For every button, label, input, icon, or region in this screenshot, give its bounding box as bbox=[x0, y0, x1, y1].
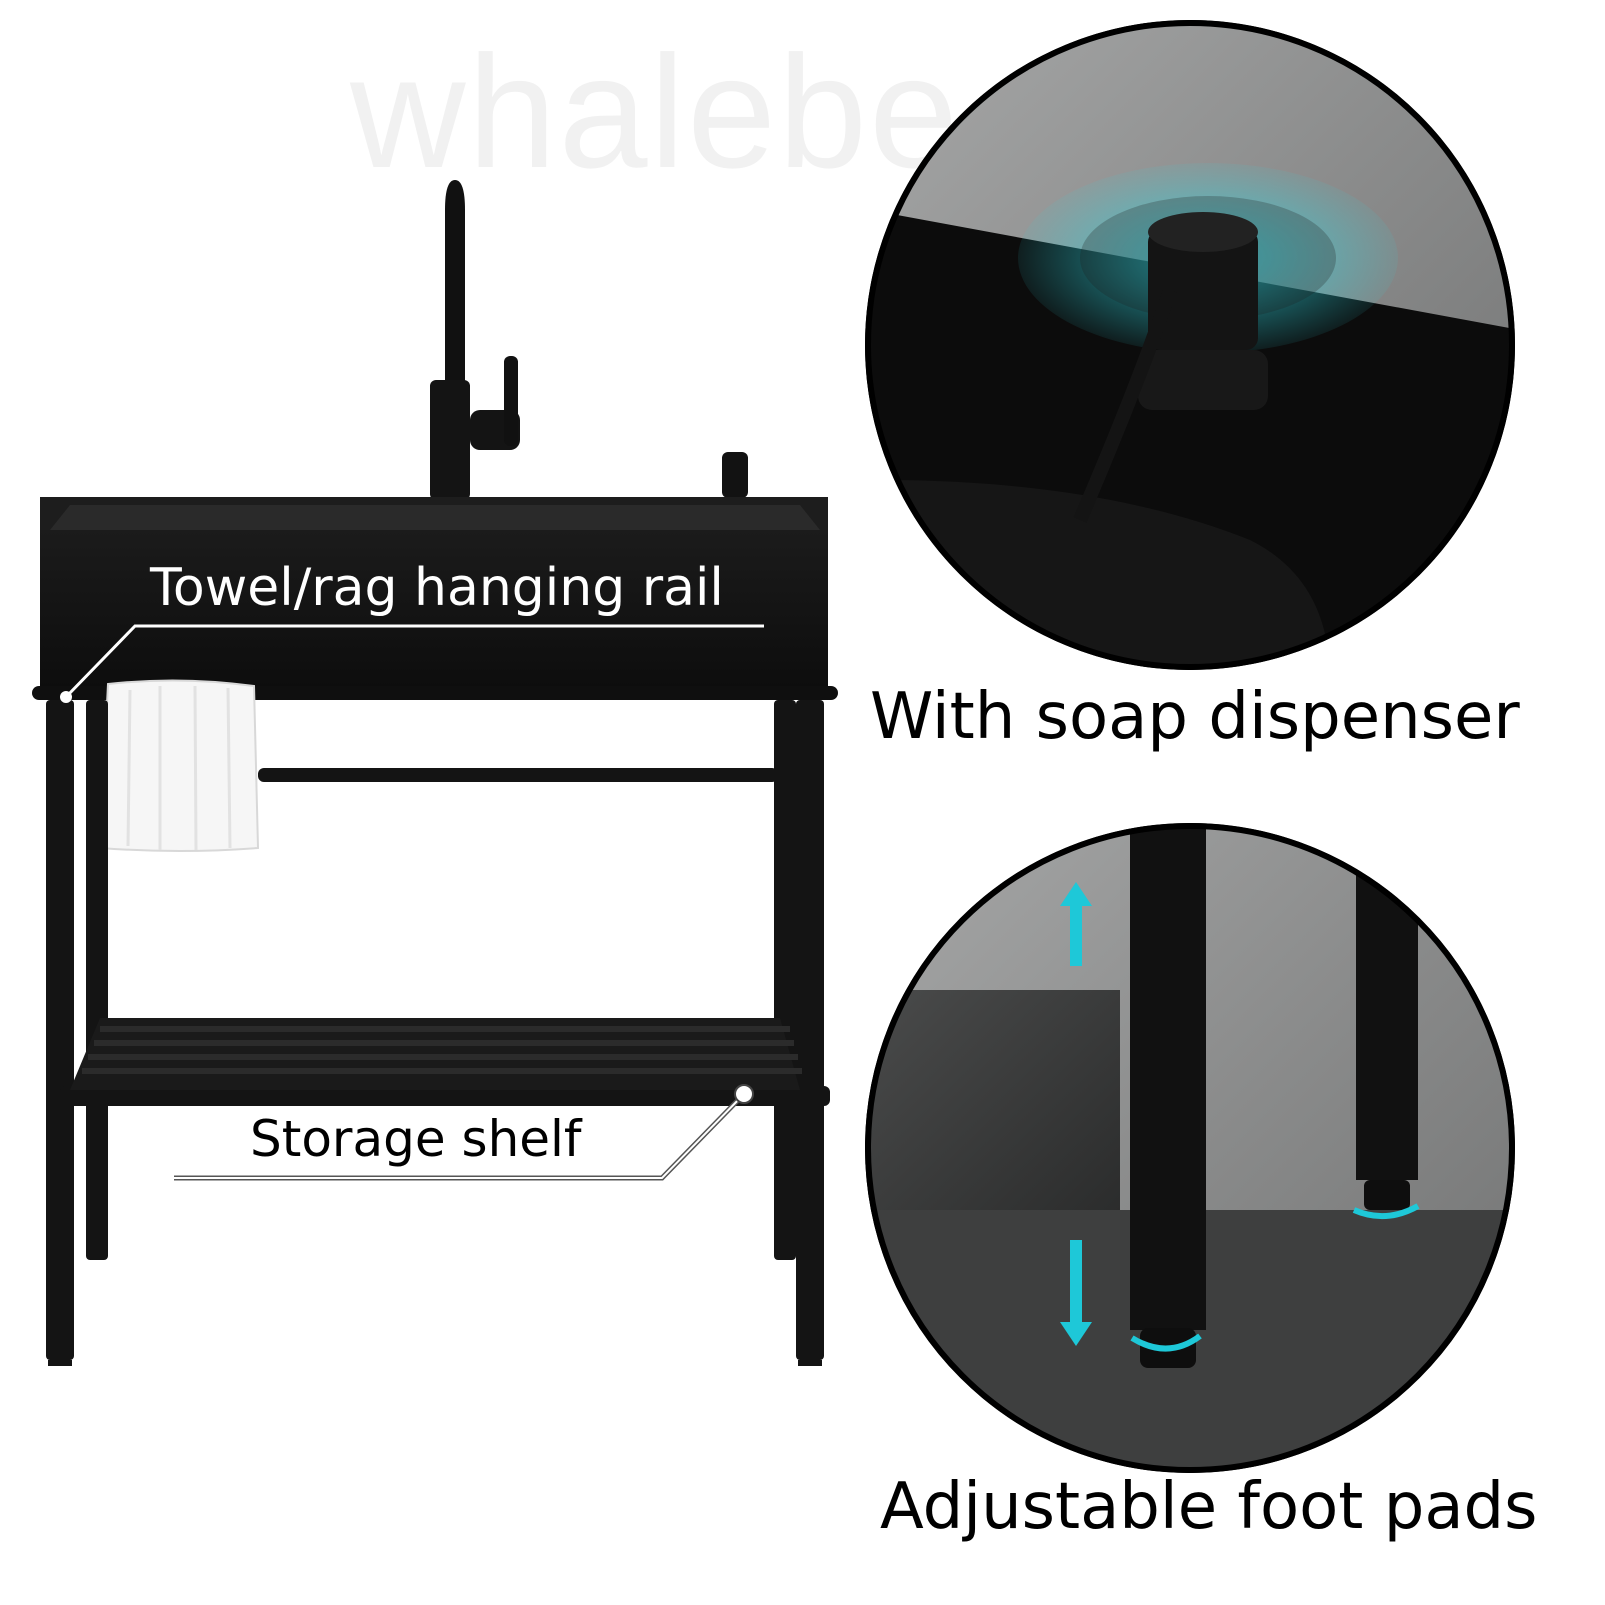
faucet bbox=[430, 180, 520, 500]
soap-dispenser bbox=[722, 452, 748, 498]
frame bbox=[46, 700, 830, 1366]
storage-shelf bbox=[70, 1018, 802, 1090]
foot-pads-inset bbox=[865, 823, 1515, 1473]
callout-lines bbox=[60, 624, 764, 1181]
soap-dispenser-caption: With soap dispenser bbox=[870, 680, 1520, 754]
towel bbox=[98, 679, 260, 852]
storage-shelf-label: Storage shelf bbox=[250, 1110, 582, 1168]
watermark: whalebe bbox=[350, 22, 961, 201]
basin bbox=[40, 497, 828, 688]
towel-rail-label: Towel/rag hanging rail bbox=[150, 558, 724, 618]
soap-dispenser-inset bbox=[865, 20, 1515, 670]
foot-pads-caption: Adjustable foot pads bbox=[880, 1470, 1538, 1544]
